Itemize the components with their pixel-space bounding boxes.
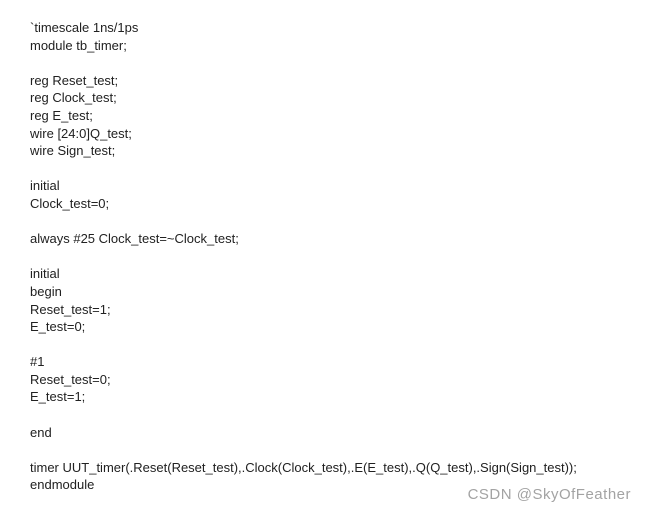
code-line bbox=[30, 406, 577, 424]
code-line: Clock_test=0; bbox=[30, 195, 110, 211]
code-line bbox=[30, 441, 577, 459]
code-line: module tb_timer; bbox=[30, 37, 127, 53]
csdn-watermark: CSDN @SkyOfFeather bbox=[467, 486, 631, 503]
code-line: timer UUT_timer(.Reset(Reset_test),.Cloc… bbox=[30, 459, 577, 475]
code-line bbox=[30, 160, 577, 178]
verilog-code-block: `timescale 1ns/1ps module tb_timer; reg R… bbox=[30, 19, 577, 494]
code-line bbox=[30, 336, 577, 354]
code-line: always #25 Clock_test=~Clock_test; bbox=[30, 231, 239, 247]
code-line: reg E_test; bbox=[30, 107, 93, 123]
code-line: initial bbox=[30, 178, 60, 194]
code-line bbox=[30, 213, 577, 231]
code-line: #1 bbox=[30, 354, 45, 370]
code-line: E_test=1; bbox=[30, 389, 86, 405]
code-line: wire [24:0]Q_test; bbox=[30, 125, 132, 141]
code-line: wire Sign_test; bbox=[30, 143, 116, 159]
code-line: Reset_test=0; bbox=[30, 371, 111, 387]
code-line: endmodule bbox=[30, 477, 95, 493]
code-line: Reset_test=1; bbox=[30, 301, 111, 317]
code-line bbox=[30, 248, 577, 266]
code-line: reg Reset_test; bbox=[30, 72, 119, 88]
code-line: end bbox=[30, 424, 52, 440]
code-line: reg Clock_test; bbox=[30, 90, 117, 106]
code-line bbox=[30, 54, 577, 72]
code-line: `timescale 1ns/1ps bbox=[30, 20, 139, 35]
code-line: begin bbox=[30, 283, 62, 299]
code-line: initial bbox=[30, 266, 60, 282]
code-line: E_test=0; bbox=[30, 319, 86, 335]
